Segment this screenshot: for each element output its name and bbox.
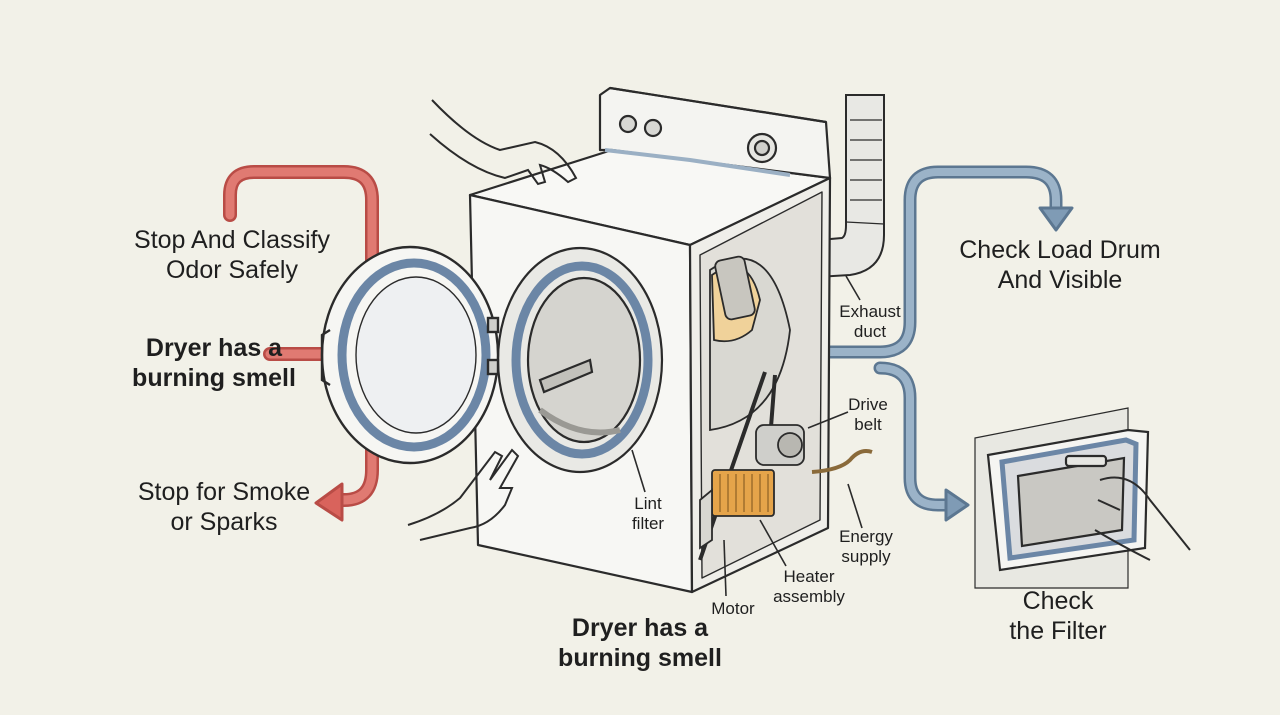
hand-top: [429, 99, 578, 186]
heater-line-2: assembly: [773, 587, 845, 607]
left-title: Dryer has a burning smell: [114, 334, 314, 393]
stop-line-1: Stop for Smoke: [137, 478, 311, 506]
filter-line-1: Check: [1022, 587, 1094, 615]
classify-line-1: Stop And Classify: [134, 226, 330, 254]
left-title-line-1: Dryer has a: [145, 334, 283, 362]
heater-leader: [759, 519, 787, 567]
belt-line-1: Drive: [848, 395, 888, 414]
filter-line-2: the Filter: [1009, 616, 1107, 645]
motor-line: Motor: [711, 599, 755, 618]
lint-filter-label: Lint filter: [620, 494, 676, 534]
check-filter-label: Check the Filter: [988, 587, 1128, 646]
lint-leader: [631, 449, 646, 493]
drum-line-1: Check Load Drum: [959, 236, 1161, 264]
energy-line-2: supply: [841, 547, 891, 567]
energy-leader: [847, 483, 863, 529]
belt-leader: [807, 411, 849, 429]
bottom-title: Dryer has a burning smell: [530, 614, 750, 673]
classify-odor-label: Stop And Classify Odor Safely: [122, 226, 342, 285]
drum-cutaway: [698, 255, 873, 561]
lint-line-1: Lint: [634, 494, 662, 513]
hand-bottom: [407, 448, 520, 541]
heater-assembly-label: Heater assembly: [764, 567, 854, 607]
exhaust-leader: [845, 275, 861, 301]
lint-filter-panel: [974, 407, 1191, 589]
stop-smoke-label: Stop for Smoke or Sparks: [124, 478, 324, 537]
check-drum-label: Check Load Drum And Visible: [948, 236, 1172, 295]
drum-line-2: And Visible: [997, 265, 1123, 294]
heater-line-1: Heater: [783, 567, 835, 586]
classify-line-2: Odor Safely: [165, 255, 298, 284]
exhaust-line-2: duct: [853, 322, 887, 342]
bottom-title-line-1: Dryer has a: [571, 614, 709, 642]
lint-line-2: filter: [631, 514, 665, 534]
belt-line-2: belt: [854, 415, 882, 435]
bottom-title-line-2: burning smell: [558, 643, 722, 672]
energy-supply-label: Energy supply: [828, 527, 904, 567]
motor-label: Motor: [700, 599, 766, 619]
callout-leaders: [631, 275, 863, 597]
dryer-door: [320, 245, 500, 465]
drive-belt-label: Drive belt: [838, 395, 898, 435]
left-title-line-2: burning smell: [132, 363, 296, 392]
exhaust-line-1: Exhaust: [839, 302, 901, 321]
motor-leader: [723, 539, 727, 597]
energy-line-1: Energy: [839, 527, 893, 546]
stop-line-2: or Sparks: [170, 507, 278, 536]
blue-flow-arrow: [823, 165, 1074, 522]
exhaust-duct-label: Exhaust duct: [828, 302, 912, 342]
drum-opening: [496, 246, 664, 474]
